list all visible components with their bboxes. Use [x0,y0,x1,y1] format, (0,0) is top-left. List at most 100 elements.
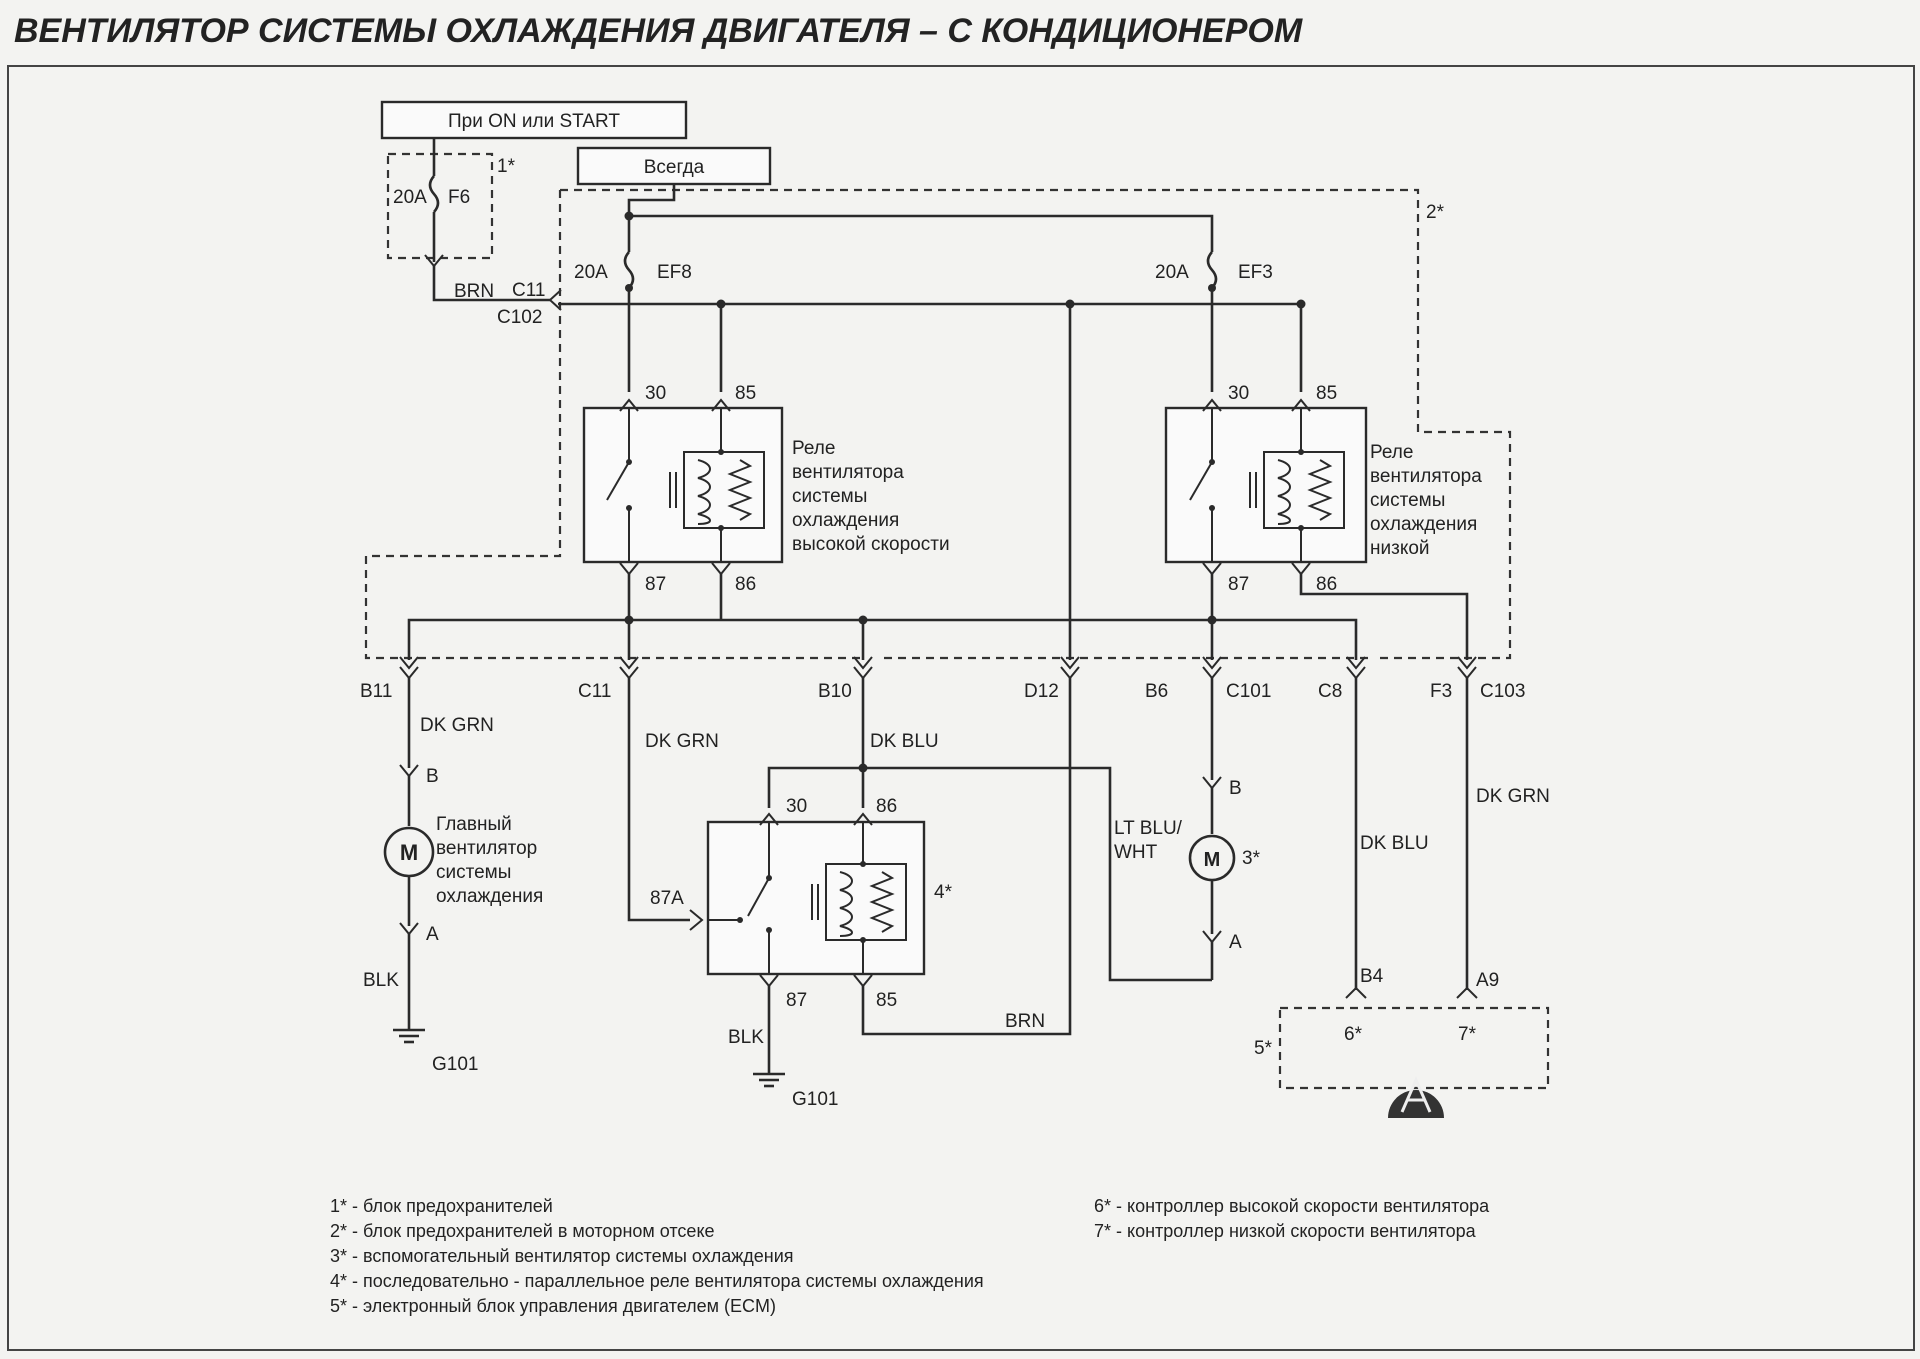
fuse-block-2-outline [560,188,1512,660]
wire-dk-blu-c8-label: DK BLU [1360,833,1429,854]
ground-g101-main: G101 [432,1054,478,1075]
legend-item-4: 4* - последовательно - параллельное реле… [330,1271,984,1291]
ecm-high-controller-label: 6* [1344,1024,1363,1045]
relay-high-label-5: высокой скорости [792,534,950,555]
relay-high-label-2: вентилятора [792,462,904,483]
fuse-f6-amp: 20A [393,187,427,208]
wire-brn-f6 [432,266,550,302]
wire-blk-main: BLK [363,970,399,991]
always-label: Всегда [644,157,705,178]
connector-c101: C101 [1226,681,1271,702]
ecm-low-controller-label: 7* [1458,1024,1477,1045]
legend-item-1: 1* - блок предохранителей [330,1196,553,1216]
relay4-label: 4* [934,882,953,903]
legend-item-3: 3* - вспомогательный вентилятор системы … [330,1246,794,1266]
wire-blk-relay4: BLK [728,1027,764,1048]
relay-low-pin-85: 85 [1316,383,1337,404]
relay-high-speed: 30 85 87 86 [582,383,784,595]
relay-low-label-4: охлаждения [1370,514,1477,535]
relay4-pin-86: 86 [876,796,897,817]
ignition-source: При ON или START [380,100,688,140]
fuse-block-2-label: 2* [1426,202,1445,223]
main-fan-label-2: вентилятор [436,838,537,859]
relay-low-pin-86: 86 [1316,574,1337,595]
fuse-ef8-name: EF8 [657,262,692,283]
bus-relay-outputs [407,618,1358,660]
relay-high-pin-85: 85 [735,383,756,404]
connector-c103: C103 [1480,681,1525,702]
main-fan-label-4: охлаждения [436,886,543,907]
relay-low-pin-30: 30 [1228,383,1249,404]
fuse-f6-name: F6 [448,187,470,208]
relay-high-pin-30: 30 [645,383,666,404]
connector-d12: D12 [1024,681,1059,702]
legend-item-7: 7* - контроллер низкой скорости вентилят… [1094,1221,1477,1241]
fuse-ef3-name: EF3 [1238,262,1273,283]
diagram-frame [7,65,1915,1351]
connector-c11: C11 [578,681,611,702]
connector-b11: B11 [360,681,392,702]
main-fan-label-1: Главный [436,814,512,835]
legend: 1* - блок предохранителей 2* - блок пред… [330,1196,1490,1316]
diagram-title: ВЕНТИЛЯТОР СИСТЕМЫ ОХЛАЖДЕНИЯ ДВИГАТЕЛЯ … [14,12,1303,50]
relay-high-label-1: Реле [792,438,835,459]
connector-c8: C8 [1318,681,1342,702]
connector-b4: B4 [1360,966,1384,987]
always-source: Всегда [576,146,772,186]
aux-fan-motor-symbol: M [1204,849,1221,871]
aux-fan-pin-b: B [1229,778,1242,799]
relay-series-parallel: 30 86 87 85 [706,796,926,1011]
wire-brn-d12 [861,678,1072,1036]
ecm-label: 5* [1254,1038,1273,1059]
connector-a9: A9 [1476,970,1499,991]
fuse-f6 [428,175,440,213]
relay-low-pin-87: 87 [1228,574,1249,595]
aux-fan-motor: M [1188,834,1236,882]
relay-high-pin-86: 86 [735,574,756,595]
main-fan-label-3: системы [436,862,511,883]
publisher-logo [1388,1076,1444,1118]
wire-dk-grn-main: DK GRN [420,715,494,736]
aux-fan-label: 3* [1242,848,1261,869]
relay-low-label-2: вентилятора [1370,466,1482,487]
ground-symbol-relay4 [751,1072,787,1088]
fuse-block-1-label: 1* [497,156,516,177]
wire-dk-grn-f3-label: DK GRN [1476,786,1550,807]
relay-low-label-3: системы [1370,490,1445,511]
fuse-block-1: 1* 20A F6 [386,138,516,267]
ecm-block: 5* 6* 7* [1254,1006,1550,1090]
relay4-pin-85: 85 [876,990,897,1011]
ignition-label: При ON или START [448,111,620,132]
wire-dk-grn-87a [627,678,690,922]
relay4-pin-87: 87 [786,990,807,1011]
ground-symbol-main [391,1028,427,1044]
relay-high-label-4: охлаждения [792,510,899,531]
bus-ignition [558,302,1303,392]
connector-c102: C102 [497,307,542,328]
connector-c11-top: C11 [512,280,545,301]
relay4-pin-30: 30 [786,796,807,817]
legend-item-2: 2* - блок предохранителей в моторном отс… [330,1221,715,1241]
fuse-ef8-amp: 20A [574,262,608,283]
relay-low-speed: 30 85 87 86 [1164,383,1368,595]
wire-dk-grn-c11: DK GRN [645,731,719,752]
main-fan-pin-b: B [426,766,439,787]
legend-item-6: 6* - контроллер высокой скорости вентиля… [1094,1196,1490,1216]
fuse-ef3-amp: 20A [1155,262,1189,283]
aux-fan-pin-a: A [1229,932,1242,953]
main-fan-pin-a: A [426,924,439,945]
relay-low-label-1: Реле [1370,442,1413,463]
legend-item-5: 5* - электронный блок управления двигате… [330,1296,776,1316]
wire-wht-label: WHT [1114,842,1158,863]
wire-brn-label: BRN [454,281,494,302]
relay-high-label-3: системы [792,486,867,507]
relay-low-label-5: низкой [1370,538,1430,559]
relay-high-pin-87: 87 [645,574,666,595]
connector-f3: F3 [1430,681,1452,702]
connector-b10: B10 [818,681,852,702]
wire-brn-relay4: BRN [1005,1011,1045,1032]
ground-g101-relay4: G101 [792,1089,838,1110]
main-fan-motor-symbol: M [400,840,418,865]
fuse-ef3 [1206,251,1218,289]
